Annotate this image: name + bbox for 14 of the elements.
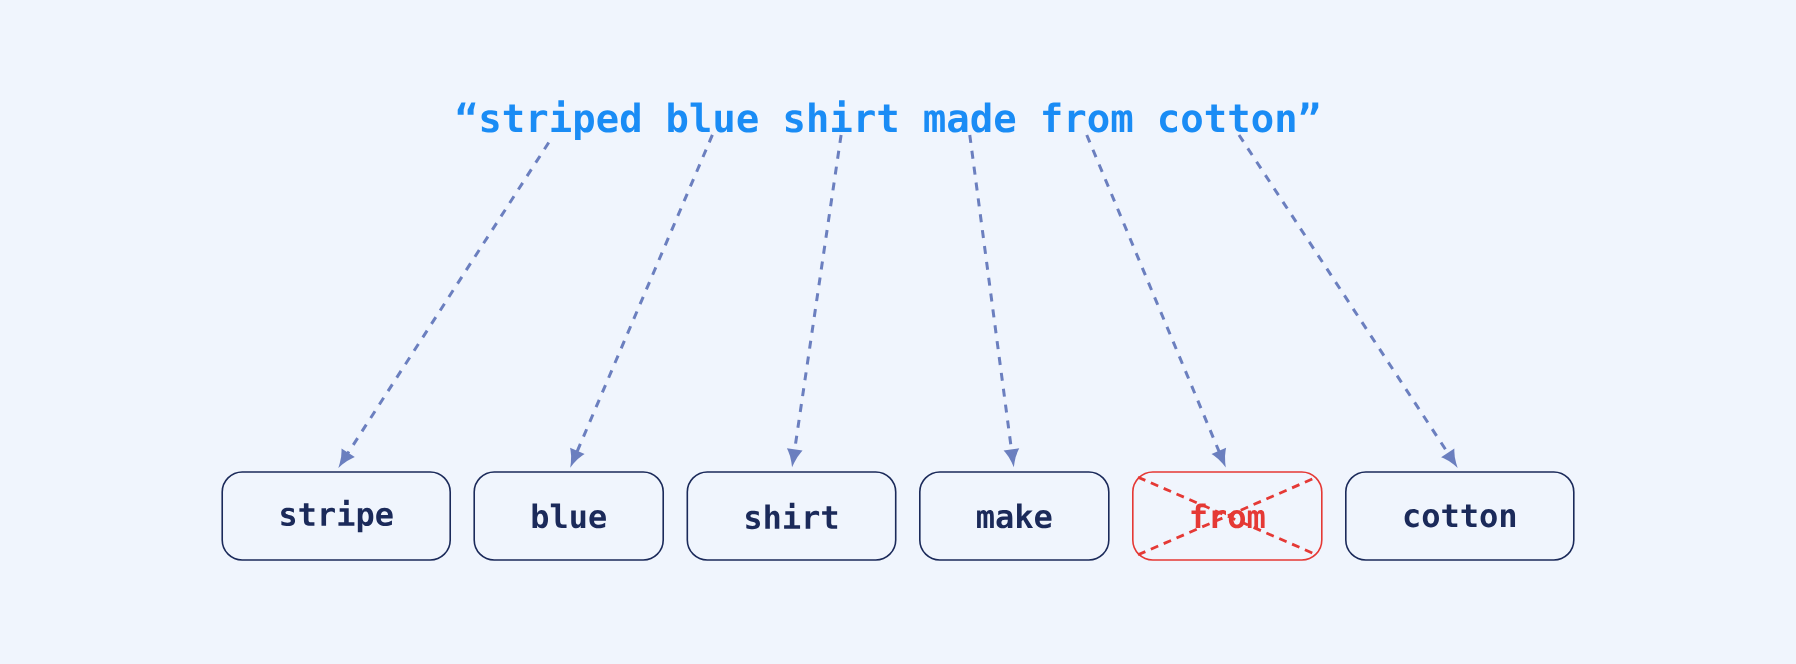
quoted-word: blue — [668, 102, 758, 133]
quoted-word: “striped — [457, 100, 640, 141]
quoted-word: from — [1043, 102, 1133, 133]
quoted-word: shirt — [785, 100, 897, 133]
token-box: blue — [473, 471, 664, 561]
token-box: cotton — [1345, 471, 1575, 561]
token-box: make — [919, 471, 1110, 561]
arrow — [570, 134, 714, 465]
quoted-word: made — [924, 102, 1016, 133]
arrow — [1085, 134, 1226, 465]
quoted-word: cotton” — [1160, 102, 1319, 133]
token-box: shirt — [686, 471, 897, 561]
arrow — [787, 134, 843, 464]
token-box: stripe — [221, 471, 451, 561]
